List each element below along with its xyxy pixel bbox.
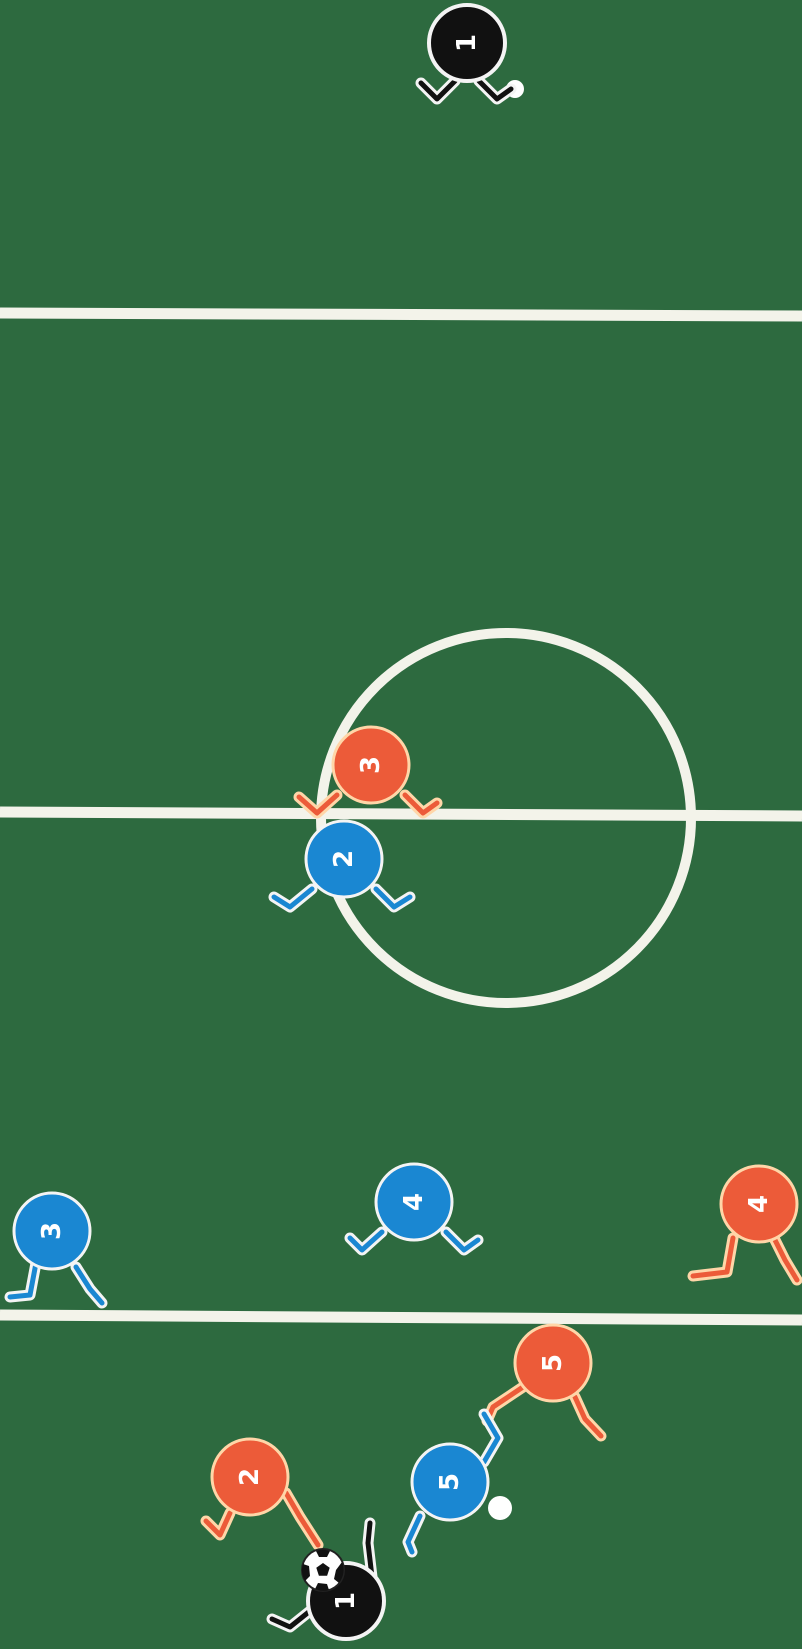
blue-4-number: 4 xyxy=(399,1193,429,1211)
red-2-number: 2 xyxy=(235,1468,265,1486)
red-4-number: 4 xyxy=(744,1195,774,1213)
upper-zone-line xyxy=(0,313,802,316)
soccer-ball-icon[interactable] xyxy=(302,1549,344,1591)
blue-5-number: 5 xyxy=(435,1473,465,1491)
blue-3-number: 3 xyxy=(37,1222,67,1240)
ball-near-blue-5[interactable] xyxy=(488,1496,512,1520)
goalkeeper-bottom-number: 1 xyxy=(331,1592,361,1610)
lower-zone-line xyxy=(0,1315,802,1320)
blue-2-number: 2 xyxy=(329,850,359,868)
goalkeeper-top-number: 1 xyxy=(452,34,482,52)
red-3-number: 3 xyxy=(356,756,386,774)
halfway-line xyxy=(0,812,802,816)
red-5-number: 5 xyxy=(538,1354,568,1372)
